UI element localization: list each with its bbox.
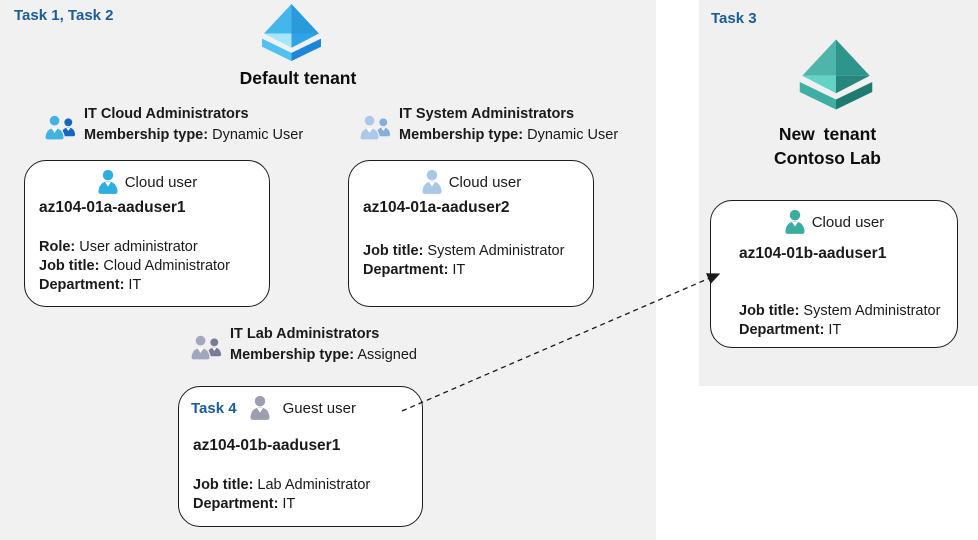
membership-type-value: Assigned <box>357 347 417 363</box>
guest-user-card-task4: Task 4 Guest user az104-01b-aaduser1 Job… <box>178 386 423 527</box>
field-role: Role:User administrator <box>39 239 198 255</box>
field-job-title: Job title:Lab Administrator <box>193 477 371 493</box>
group-title: IT System Administrators <box>399 106 575 122</box>
user-card-aaduser1: Cloud user az104-01a-aaduser1 Role:User … <box>24 160 270 307</box>
azure-ad-tenant-icon <box>262 4 321 61</box>
user-type-label: Cloud user <box>448 173 522 191</box>
group-title: IT Cloud Administrators <box>84 106 249 122</box>
default-tenant-name: Default tenant <box>239 68 357 88</box>
contoso-tenant-icon <box>799 39 873 110</box>
task-1-2-label: Task 1, Task 2 <box>14 7 114 24</box>
task-3-label: Task 3 <box>711 10 757 27</box>
user-group-icon <box>44 114 76 141</box>
membership-type-label: Membership type: <box>399 127 524 143</box>
field-department: Department:IT <box>739 322 842 338</box>
new-tenant-panel: Task 3 New tenant Contoso Lab Clo <box>699 0 978 386</box>
task-4-label: Task 4 <box>191 399 237 417</box>
field-job-title: Job title:System Administrator <box>739 303 941 319</box>
membership-type-value: Dynamic User <box>527 127 619 143</box>
user-type-label: Cloud user <box>124 173 198 191</box>
field-department: Department:IT <box>193 496 296 512</box>
default-tenant-region: Task 1, Task 2 Default tenant <box>0 0 656 540</box>
user-group-icon <box>190 334 222 361</box>
group-title: IT Lab Administrators <box>230 326 380 342</box>
group-it-system-administrators: IT System Administrators Membership type… <box>359 104 618 146</box>
user-card-new-tenant: Cloud user az104-01b-aaduser1 Job title:… <box>710 200 958 348</box>
membership-type-value: Dynamic User <box>212 127 304 143</box>
field-department: Department:IT <box>39 277 142 293</box>
user-name: az104-01a-aaduser2 <box>363 199 510 216</box>
cloud-user-icon <box>98 169 118 194</box>
new-tenant-title: New tenant <box>778 124 877 144</box>
user-name: az104-01a-aaduser1 <box>39 199 186 216</box>
group-membership: Membership type: Dynamic User <box>84 125 303 146</box>
cloud-user-icon <box>785 209 805 234</box>
field-job-title: Job title:Cloud Administrator <box>39 258 230 274</box>
user-name: az104-01b-aaduser1 <box>739 245 887 262</box>
user-group-icon <box>359 114 391 141</box>
user-type-label: Cloud user <box>811 213 885 231</box>
field-department: Department:IT <box>363 262 466 278</box>
user-name: az104-01b-aaduser1 <box>193 437 341 454</box>
field-job-title: Job title:System Administrator <box>363 243 565 259</box>
group-it-lab-administrators: IT Lab Administrators Membership type: A… <box>190 324 417 366</box>
group-membership: Membership type: Dynamic User <box>399 125 618 146</box>
membership-type-label: Membership type: <box>84 127 209 143</box>
guest-user-icon <box>250 395 270 420</box>
group-it-cloud-administrators: IT Cloud Administrators Membership type:… <box>44 104 303 146</box>
membership-type-label: Membership type: <box>230 347 355 363</box>
new-tenant-name: Contoso Lab <box>774 148 881 168</box>
user-type-label: Guest user <box>282 399 356 417</box>
group-membership: Membership type: Assigned <box>230 345 417 366</box>
user-card-aaduser2: Cloud user az104-01a-aaduser2 Job title:… <box>348 160 594 307</box>
cloud-user-icon <box>422 169 442 194</box>
